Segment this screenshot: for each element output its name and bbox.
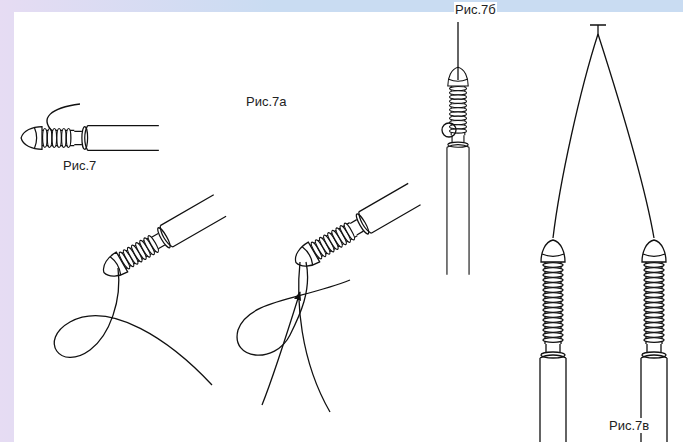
- coil-winding: [543, 293, 563, 298]
- hair-rod: [447, 67, 469, 274]
- coil-winding: [43, 129, 48, 148]
- rod-cap: [21, 127, 42, 150]
- coil-winding: [543, 308, 563, 313]
- thread-loop: [442, 123, 456, 137]
- coil-winding: [543, 268, 563, 273]
- coil-winding: [543, 263, 563, 268]
- coil-winding: [644, 318, 664, 323]
- rod-tube: [85, 126, 159, 151]
- coil-winding: [450, 99, 467, 103]
- coil-winding: [644, 278, 664, 283]
- figure-label: Рис.7: [62, 158, 97, 173]
- coil-winding: [543, 338, 563, 343]
- coil-winding: [543, 298, 563, 303]
- cap-rim: [542, 254, 564, 256]
- coil-winding: [644, 308, 664, 313]
- rod-tube: [540, 355, 566, 442]
- arrow: [262, 292, 300, 405]
- thread: [54, 268, 212, 385]
- hair-rod: [290, 183, 421, 273]
- rod-neck: [74, 131, 82, 144]
- coil-winding: [644, 293, 664, 298]
- coil-winding: [644, 273, 664, 278]
- coil-winding: [450, 125, 467, 129]
- thread: [47, 104, 80, 131]
- coil-winding: [450, 116, 467, 120]
- coil-winding: [450, 91, 467, 95]
- coil-winding: [543, 328, 563, 333]
- rod-neck: [452, 135, 464, 142]
- rod-cap: [541, 240, 565, 262]
- coil-winding: [644, 288, 664, 293]
- coil-winding: [52, 129, 57, 148]
- coil-winding: [644, 268, 664, 273]
- thread: [598, 34, 654, 238]
- coil-winding: [47, 129, 52, 148]
- rod-neck: [647, 344, 661, 352]
- coil-winding: [66, 129, 71, 148]
- coil-winding: [543, 288, 563, 293]
- coil-winding: [543, 318, 563, 323]
- rod-tube: [447, 145, 469, 275]
- coil-winding: [644, 323, 664, 328]
- hair-rod: [540, 240, 566, 442]
- coil-winding: [450, 108, 467, 112]
- cap-rim: [643, 254, 665, 256]
- thread: [237, 262, 350, 355]
- coil-winding: [450, 95, 467, 99]
- coil-winding: [343, 222, 356, 241]
- hair-rod: [641, 240, 667, 442]
- cap-rim: [34, 128, 36, 149]
- coil-winding: [450, 112, 467, 116]
- coil-winding: [147, 235, 160, 254]
- hair-rod: [98, 195, 226, 283]
- rod-tube: [356, 183, 420, 234]
- coil-winding: [62, 129, 67, 148]
- coil-winding: [57, 129, 62, 148]
- hair-rod: [21, 126, 159, 151]
- thread: [553, 34, 598, 238]
- thread: [299, 262, 330, 412]
- coil-winding: [543, 303, 563, 308]
- figure-label: Рис.7а: [245, 94, 288, 109]
- coil-winding: [644, 298, 664, 303]
- coil-winding: [644, 303, 664, 308]
- coil-winding: [543, 333, 563, 338]
- coil-winding: [644, 328, 664, 333]
- coil-winding: [543, 273, 563, 278]
- thread: [457, 22, 458, 80]
- figure-label: Рис.7б: [454, 2, 497, 17]
- rod-cap: [642, 240, 666, 262]
- coil-winding: [450, 87, 467, 91]
- coil-winding: [543, 283, 563, 288]
- figure-label: Рис.7в: [608, 418, 650, 433]
- coil-winding: [644, 313, 664, 318]
- coil-winding: [543, 323, 563, 328]
- coil-winding: [644, 333, 664, 338]
- knot: [590, 25, 606, 34]
- coil-winding: [543, 313, 563, 318]
- coil-winding: [450, 129, 467, 133]
- coil-winding: [644, 338, 664, 343]
- coil-winding: [450, 104, 467, 108]
- coil-winding: [644, 263, 664, 268]
- rod-tube: [158, 195, 226, 249]
- rod-neck: [546, 344, 560, 352]
- coil-winding: [543, 278, 563, 283]
- coil-winding: [644, 283, 664, 288]
